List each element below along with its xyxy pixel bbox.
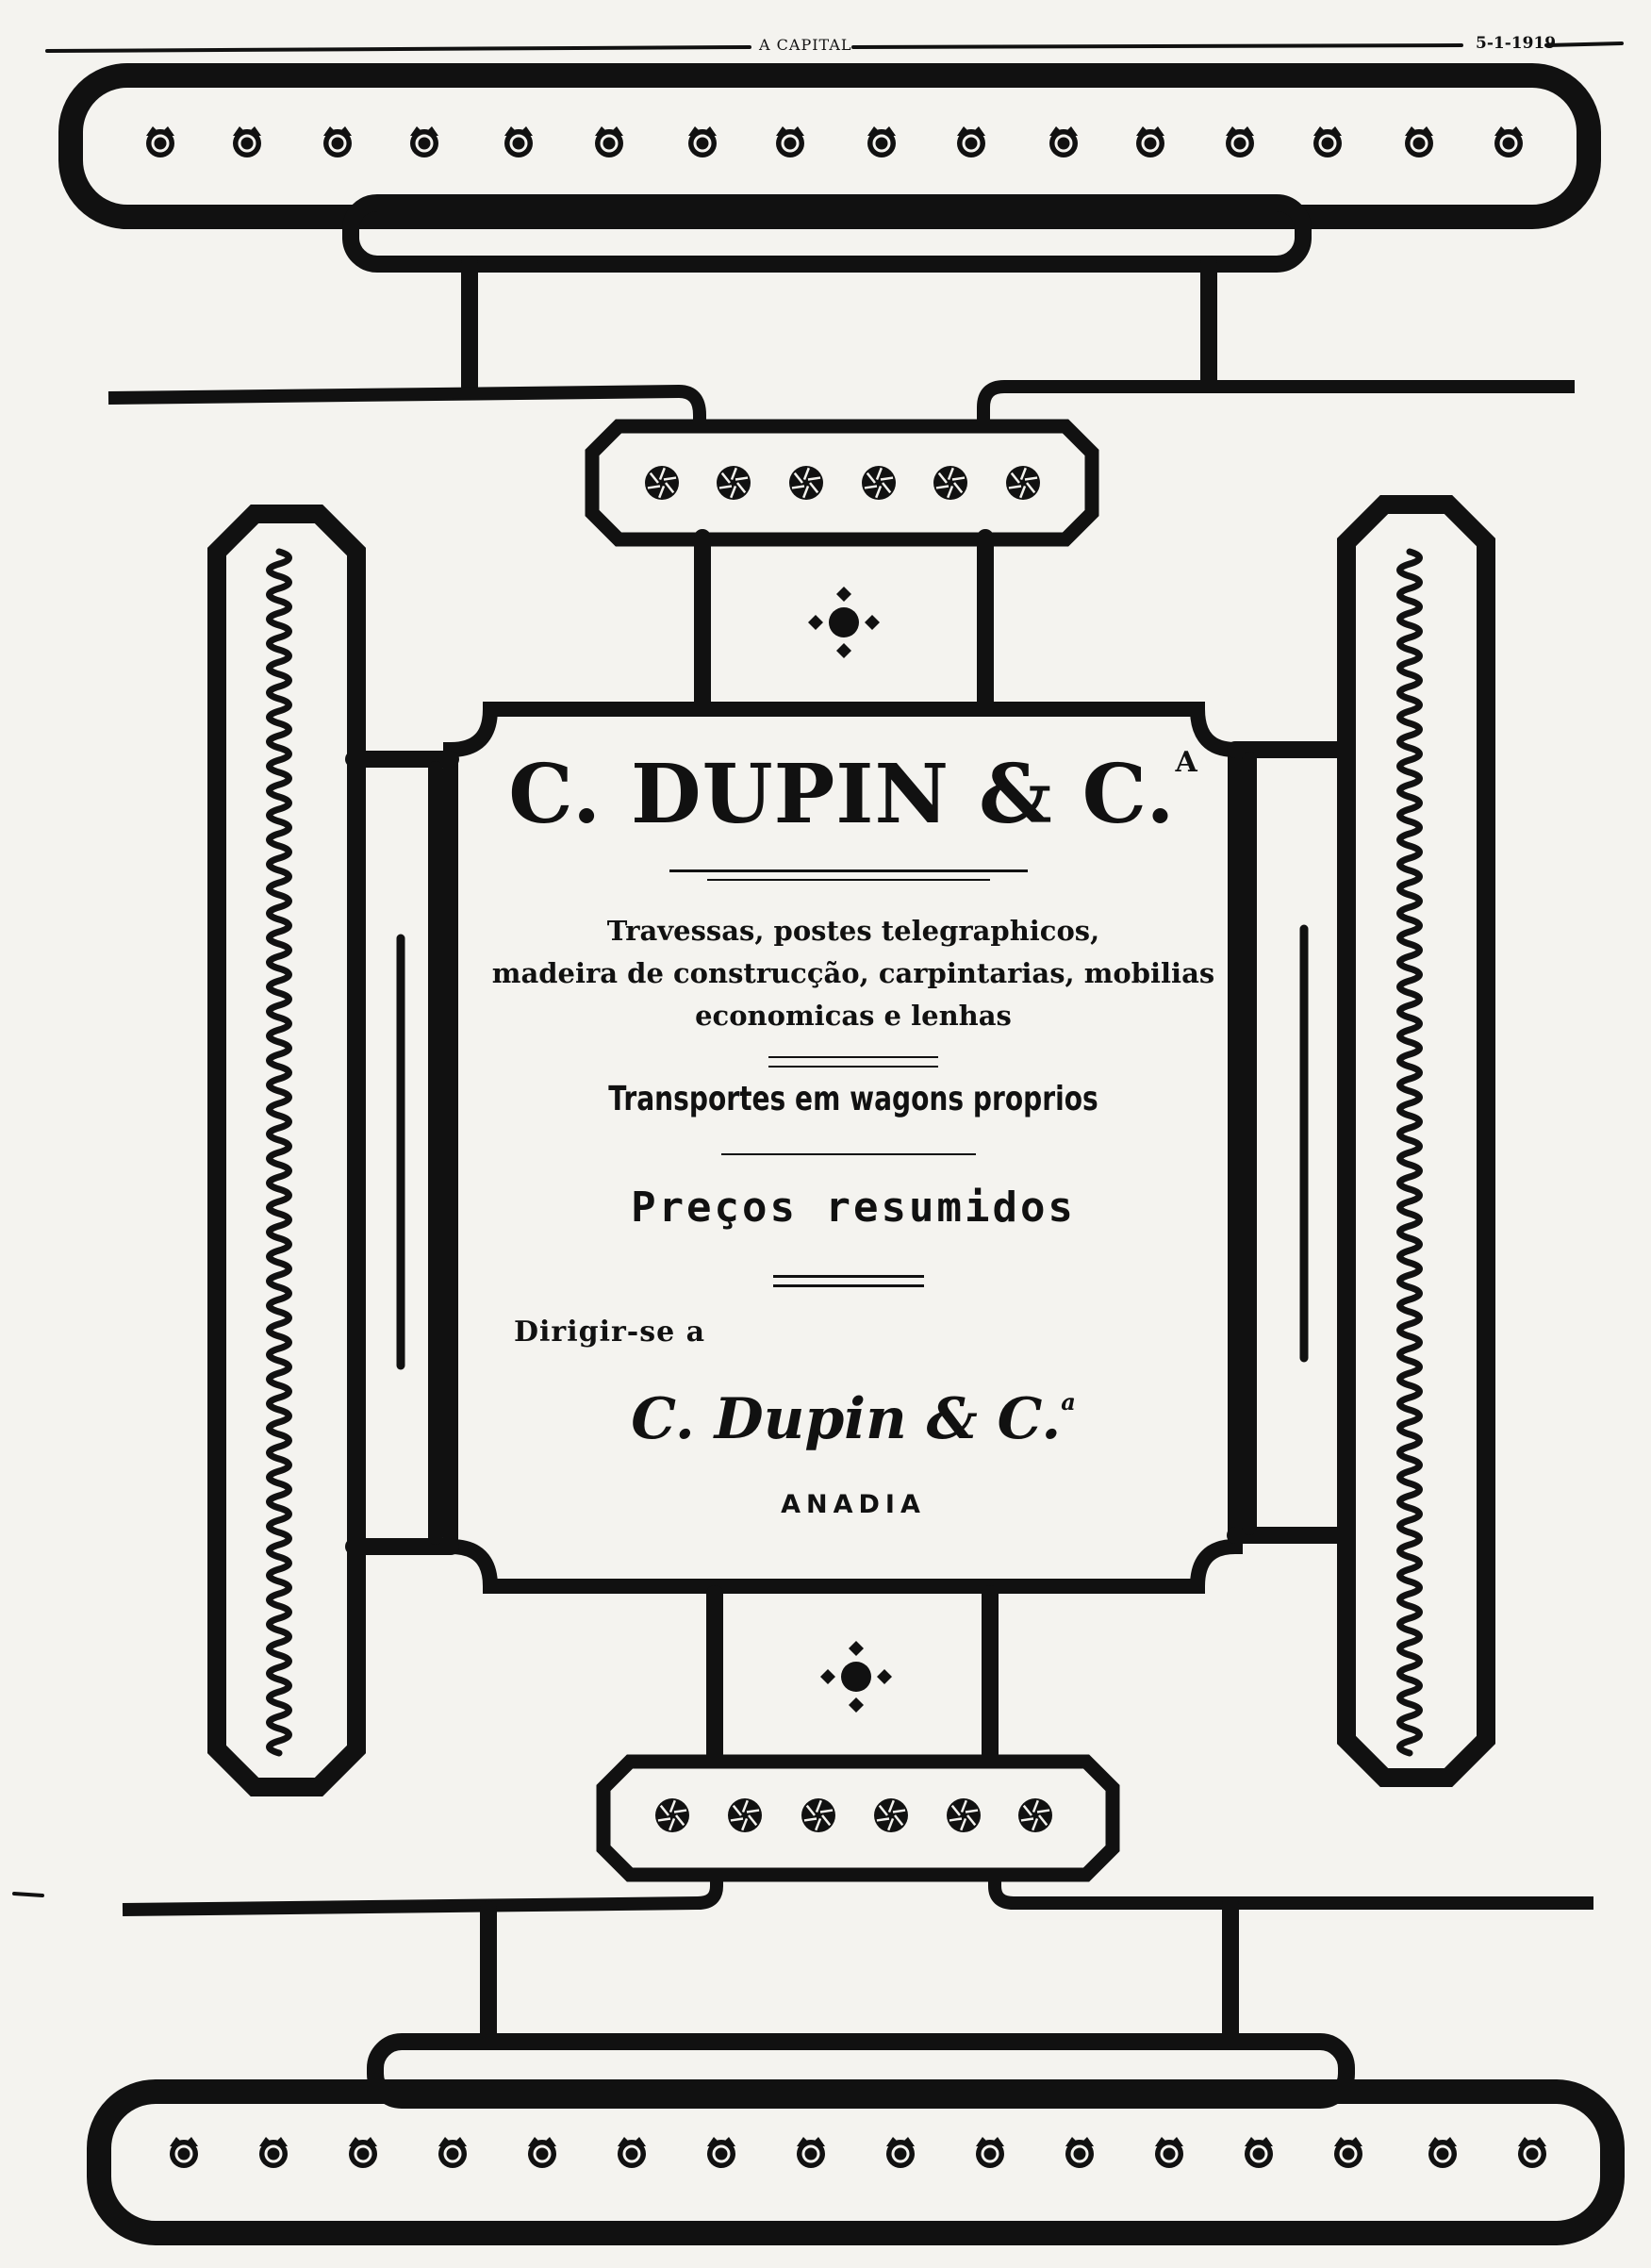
- rosette-icon: [1226, 126, 1254, 157]
- pinwheel-icon: [789, 466, 823, 500]
- left-column-frame: [207, 505, 366, 1796]
- upper-right-rail: [977, 380, 1575, 420]
- rosette-icon: [146, 126, 174, 157]
- rosette-icon: [1428, 2137, 1457, 2168]
- upper-left-rail: [107, 384, 706, 424]
- rosette-icon: [867, 126, 896, 157]
- divider-rule: [768, 1056, 938, 1058]
- head-rule: [851, 43, 1463, 49]
- pinwheel-icon: [1006, 466, 1040, 500]
- company-signature: C. Dupin & C.a: [453, 1386, 1254, 1452]
- goods-line: Travessas, postes telegraphicos,: [606, 915, 1100, 947]
- rosette-icon: [349, 2137, 377, 2168]
- central-panel-frame: [443, 702, 1243, 1594]
- lower-left-rail: [122, 1877, 723, 1916]
- title-underline-second: [707, 879, 990, 881]
- company-title-text: C. DUPIN & C.: [508, 747, 1176, 842]
- advertisement-text: C. DUPIN & C.A Travessas, postes telegra…: [453, 736, 1254, 1565]
- pinwheel-icon: [933, 466, 967, 500]
- divider-rule: [768, 1066, 938, 1068]
- publication-name: A CAPITAL: [759, 36, 852, 54]
- pinwheel-icon: [717, 466, 751, 500]
- company-signature-superscript: a: [1061, 1388, 1076, 1415]
- goods-description: Travessas, postes telegraphicos, madeira…: [453, 910, 1254, 1037]
- pinwheel-icon: [655, 1798, 689, 1832]
- rosette-icon: [1245, 2137, 1273, 2168]
- bottom-frieze-frame: [87, 2079, 1625, 2245]
- lower-medallion-frame: [596, 1754, 1120, 1882]
- rosette-icon: [170, 2137, 198, 2168]
- rosette-icon: [1049, 126, 1078, 157]
- rosette-icon: [1518, 2137, 1546, 2168]
- top-connector-bar: [342, 194, 1312, 273]
- rosette-icon: [1313, 126, 1342, 157]
- top-frieze-frame: [58, 63, 1601, 229]
- right-column-frame: [1337, 495, 1495, 1787]
- rosette-icon: [259, 2137, 288, 2168]
- rosette-icon: [618, 2137, 646, 2168]
- rosette-icon: [410, 126, 438, 157]
- transport-line: Transportes em wagons proprios: [608, 1080, 1098, 1118]
- title-underline: [669, 869, 1028, 872]
- town-name: ANADIA: [781, 1490, 926, 1519]
- rosette-icon: [1065, 2137, 1094, 2168]
- rosette-icon: [438, 2137, 467, 2168]
- rosette-icon: [504, 126, 533, 157]
- company-signature-text: C. Dupin & C.: [631, 1386, 1062, 1452]
- rosette-icon: [688, 126, 717, 157]
- rosette-icon: [595, 126, 623, 157]
- rosette-icon: [886, 2137, 915, 2168]
- rosette-icon: [976, 2137, 1004, 2168]
- goods-line: economicas e lenhas: [695, 1000, 1012, 1032]
- rosette-icon: [957, 126, 985, 157]
- company-title-superscript: A: [1175, 746, 1198, 779]
- issue-date: 5-1-1919: [1476, 34, 1557, 53]
- lower-right-rail: [988, 1879, 1593, 1910]
- running-head: A CAPITAL 5-1-1919: [0, 32, 1651, 60]
- rosette-icon: [707, 2137, 735, 2168]
- margin-mark: [12, 1892, 44, 1897]
- pinwheel-icon: [801, 1798, 835, 1832]
- goods-line: madeira de construcção, carpintarias, mo…: [491, 957, 1215, 989]
- head-rule: [45, 45, 751, 53]
- rosette-icon: [1136, 126, 1164, 157]
- rosette-icon: [528, 2137, 556, 2168]
- head-rule: [1544, 41, 1624, 47]
- rosette-icon: [1405, 126, 1433, 157]
- pinwheel-icon: [1018, 1798, 1052, 1832]
- rosette-icon: [323, 126, 352, 157]
- rosette-icon: [1155, 2137, 1183, 2168]
- divider-rule: [773, 1284, 924, 1287]
- rosette-icon: [776, 126, 804, 157]
- direct-contact-line: Dirigir-se a: [514, 1316, 706, 1349]
- divider-rule: [721, 1153, 976, 1155]
- prices-line: Preços resumidos: [631, 1184, 1076, 1232]
- rosette-icon: [797, 2137, 825, 2168]
- rosette-icon: [233, 126, 261, 157]
- scroll-wave-icon: [266, 548, 292, 1757]
- upper-medallion-frame: [585, 419, 1099, 547]
- rosette-icon: [1334, 2137, 1362, 2168]
- pinwheel-icon: [947, 1798, 981, 1832]
- divider-rule: [773, 1275, 924, 1278]
- company-title: C. DUPIN & C.A: [453, 749, 1254, 836]
- diamond-cluster-icon: [808, 587, 880, 658]
- pinwheel-icon: [874, 1798, 908, 1832]
- scroll-wave-icon: [1396, 548, 1423, 1757]
- pinwheel-icon: [645, 466, 679, 500]
- rosette-icon: [1494, 126, 1523, 157]
- pinwheel-icon: [728, 1798, 762, 1832]
- diamond-cluster-icon: [820, 1641, 892, 1713]
- pinwheel-icon: [862, 466, 896, 500]
